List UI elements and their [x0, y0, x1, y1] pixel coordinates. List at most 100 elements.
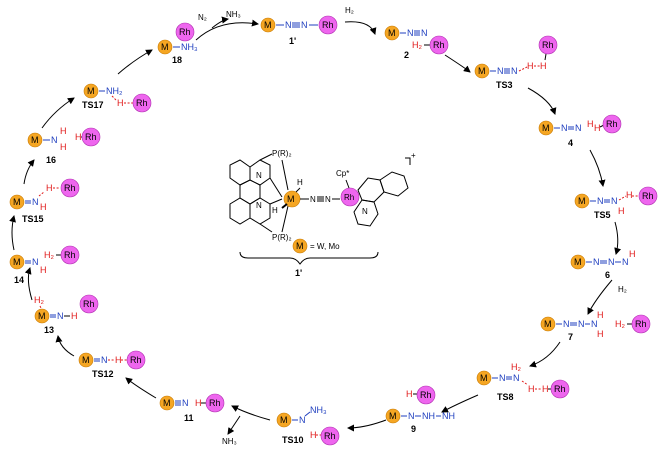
svg-text:H: H: [272, 206, 278, 215]
svg-text:H: H: [597, 329, 604, 339]
species-11: M N H Rh 11: [159, 393, 225, 423]
species-ts8: M N N H₂ H H Rh TS8: [476, 362, 570, 402]
svg-text:H: H: [115, 355, 122, 365]
label-7: 7: [568, 332, 573, 342]
arrow-16-to-ts17: [41, 97, 75, 129]
species-7: M N N N H H H₂ Rh 7: [540, 310, 651, 342]
label-13: 13: [44, 325, 54, 335]
svg-text:H: H: [540, 61, 547, 71]
svg-text:NH₂: NH₂: [106, 86, 123, 96]
arrow-13-to-14: [24, 267, 33, 301]
svg-text:Rh: Rh: [64, 183, 76, 193]
svg-text:H: H: [406, 389, 413, 399]
svg-text:N: N: [513, 373, 520, 383]
arrow-nh3-release: [211, 16, 229, 29]
svg-text:N: N: [608, 257, 615, 267]
svg-text:Rh: Rh: [542, 40, 554, 50]
arrow-6-to-7: [587, 279, 613, 315]
svg-text:N: N: [256, 171, 262, 180]
reagent-h2-top: H₂: [345, 6, 354, 15]
svg-text:H: H: [310, 430, 317, 440]
ring-rh-pyridine: [353, 199, 379, 227]
reagent-nh3-top: NH₃: [226, 10, 241, 19]
svg-text:N: N: [32, 257, 39, 267]
svg-text:NH₃: NH₃: [310, 405, 327, 415]
svg-text:N: N: [299, 415, 306, 425]
arrow-ts8-to-9: [441, 394, 479, 413]
svg-text:N: N: [301, 20, 308, 30]
svg-text:N: N: [285, 20, 292, 30]
svg-text:N: N: [591, 319, 598, 329]
svg-text:Rh: Rh: [420, 390, 432, 400]
species-14: M N H H₂ Rh 14: [9, 245, 80, 285]
arrow-ts10-to-11: [231, 405, 271, 421]
svg-text:NH: NH: [422, 411, 435, 421]
svg-text:H: H: [195, 398, 202, 408]
pr2-bot: P(R)₂: [272, 233, 292, 242]
pr2-top: P(R)₂: [272, 149, 292, 158]
arrow-11-to-ts12: [125, 377, 157, 399]
species-ts5: M N N H Rh H TS5: [574, 186, 658, 220]
svg-text:M: M: [161, 42, 169, 52]
label-ts17: TS17: [82, 100, 104, 110]
svg-text:N: N: [101, 355, 108, 365]
legend-metal-ball: [292, 238, 308, 254]
svg-text:Rh: Rh: [554, 384, 566, 394]
label-2: 2: [404, 50, 409, 60]
svg-text:N: N: [597, 196, 604, 206]
svg-text:M: M: [13, 197, 21, 207]
species-ts10: M N NH₃ H Rh TS10: [276, 405, 340, 446]
arrow-18-to-1prime: [195, 19, 259, 41]
legend-text: = W, Mo: [310, 242, 340, 251]
svg-text:H₂: H₂: [412, 40, 422, 50]
svg-text:N: N: [421, 28, 428, 38]
center-structure-1prime: N N P(R)₂ P(R)₂ M H H N N Rh Cp* N: [229, 149, 416, 278]
species-ts17: M NH₂ H Rh TS17: [82, 83, 152, 113]
arrow-ts5-to-6: [614, 221, 622, 255]
svg-text:H: H: [527, 61, 534, 71]
reagent-n2: N₂: [198, 13, 207, 22]
svg-text:H: H: [629, 249, 636, 259]
label-9: 9: [411, 424, 416, 434]
arrow-14-to-ts15: [9, 215, 16, 251]
svg-text:M: M: [287, 194, 295, 204]
species-13: H₂ M N H Rh 13: [34, 294, 99, 335]
svg-text:NH: NH: [442, 411, 455, 421]
ring-left-bottom: [229, 197, 251, 225]
svg-text:Rh: Rh: [136, 98, 148, 108]
species-6: M N N N H 6: [570, 249, 636, 280]
svg-text:M: M: [296, 241, 304, 251]
svg-text:Rh: Rh: [635, 319, 647, 329]
svg-text:H₂: H₂: [511, 362, 521, 372]
rh-ball: [318, 15, 338, 35]
svg-text:H: H: [528, 384, 535, 394]
arrow-nh3-bottom: [227, 415, 241, 435]
charge-plus: +: [411, 151, 416, 160]
svg-text:Rh: Rh: [64, 250, 76, 260]
svg-text:N: N: [497, 66, 504, 76]
center-brace: [239, 251, 379, 265]
svg-text:H: H: [117, 98, 124, 108]
species-ts3: M N N H H Rh TS3: [474, 35, 558, 90]
svg-text:H: H: [587, 119, 594, 129]
arrow-ts12-to-13: [55, 335, 75, 357]
arrow-ts17-to-18: [117, 49, 153, 75]
svg-text:Rh: Rh: [322, 20, 334, 30]
svg-text:M: M: [542, 123, 550, 133]
svg-text:N: N: [57, 311, 64, 321]
svg-text:M: M: [480, 373, 488, 383]
label-ts3: TS3: [496, 80, 513, 90]
svg-text:M: M: [574, 257, 582, 267]
label-11: 11: [184, 413, 194, 423]
svg-text:N: N: [511, 66, 518, 76]
arrow-1prime-to-2: [344, 21, 377, 35]
arrow-2-to-ts3: [444, 54, 471, 73]
label-16: 16: [46, 155, 56, 165]
svg-text:H: H: [40, 265, 47, 275]
svg-text:Rh: Rh: [433, 40, 445, 50]
arrow-9-to-ts10: [347, 419, 387, 432]
svg-text:H: H: [40, 202, 47, 212]
svg-text:Rh: Rh: [209, 398, 221, 408]
label-4: 4: [568, 138, 573, 148]
svg-text:H₂: H₂: [34, 295, 44, 305]
